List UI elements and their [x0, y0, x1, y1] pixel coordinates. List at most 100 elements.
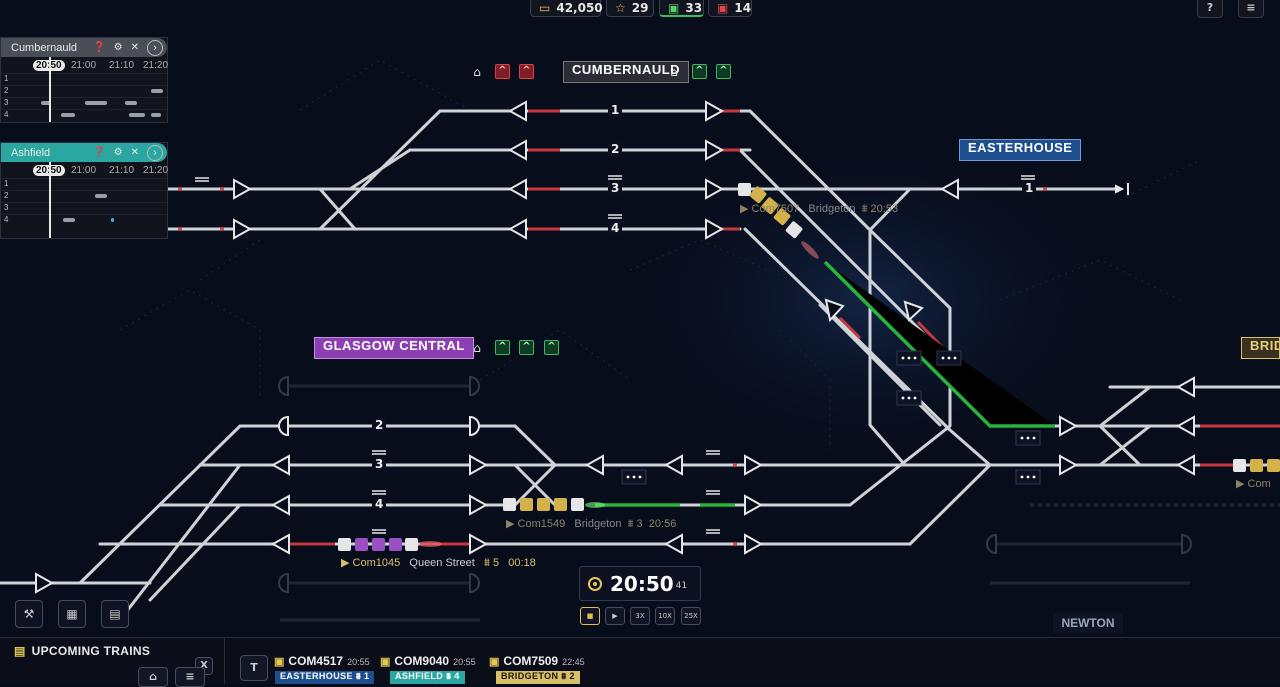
exit-signal-up-green[interactable]: ^ [544, 340, 559, 355]
stars-value: 29 [631, 1, 649, 15]
station-label-easterhouse[interactable]: EASTERHOUSE [959, 139, 1082, 161]
sliders-icon: ≡ [185, 670, 195, 683]
platform-icon: ⩩ [627, 518, 634, 530]
train-destination: Bridgeton [574, 518, 622, 530]
signal [507, 139, 527, 161]
construction-icon: ⚒ [23, 607, 35, 621]
timetable-header[interactable]: Ashfield ❓ ⚙ ✕ › [1, 143, 167, 162]
train-id: Com7507 [751, 203, 800, 215]
exit-signal-up-red[interactable]: ^ [519, 64, 534, 79]
station-label-newton[interactable]: NEWTON [1053, 613, 1123, 633]
play-button[interactable]: ▶ [605, 607, 625, 625]
gear-icon[interactable]: ⚙ [113, 147, 123, 158]
chip-tool-button[interactable]: ▦ [58, 600, 86, 628]
wallet-icon: ▭ [539, 1, 551, 15]
signal [824, 298, 845, 323]
exit-signal-up-green[interactable]: ^ [495, 340, 510, 355]
timetable-bar [61, 113, 75, 117]
direction-markers [178, 187, 1047, 546]
track-number: 2 [372, 418, 387, 432]
game-clock: 20:50 41 [579, 566, 701, 601]
dim-buffer-stops [278, 375, 1192, 594]
chip-icon: ▦ [66, 607, 78, 621]
station-label-cumbernauld[interactable]: CUMBERNAULD [563, 61, 690, 83]
train-label-com1549[interactable]: ▶ Com1549 Bridgeton ⩩ 3 20:56 [506, 518, 677, 530]
signal [35, 572, 55, 594]
timetable-row: 4 [1, 109, 167, 121]
timetable-header[interactable]: Cumbernauld ❓ ⚙ ✕ › [1, 38, 167, 57]
exit-signal-up-green[interactable]: ^ [519, 340, 534, 355]
buffer-stop [469, 415, 480, 437]
timetable-row: 2 [1, 190, 167, 202]
depot-icon[interactable]: ⌂ [670, 65, 678, 79]
construction-tool-button[interactable]: ⚒ [15, 600, 43, 628]
train-time: 20:56 [648, 518, 677, 530]
train-com1045 [338, 538, 442, 551]
timetable-row: 3 [1, 97, 167, 109]
signals [35, 100, 1195, 594]
gear-icon[interactable]: ⚙ [113, 42, 123, 53]
speed-3x-button[interactable]: 3X [630, 607, 650, 625]
timetable-row: 2 [1, 85, 167, 97]
clock-time: 20:50 [610, 571, 674, 596]
track-number: 4 [608, 221, 623, 235]
clock-seconds: 41 [675, 580, 688, 591]
help-icon[interactable]: ❓ [93, 42, 106, 53]
timetable-panel-ashfield[interactable]: Ashfield ❓ ⚙ ✕ › 20:50 21:00 21:10 21:20… [0, 142, 168, 239]
pause-button[interactable]: ■ [580, 607, 600, 625]
platform-icon: ⩩ [355, 671, 362, 681]
time-tick: 21:00 [71, 60, 97, 71]
train-id: Com [1247, 478, 1271, 490]
speed-25x-button[interactable]: 25X [681, 607, 701, 625]
depot-icon[interactable]: ⌂ [473, 65, 481, 79]
signal [469, 533, 489, 555]
rail-map[interactable] [0, 0, 1280, 637]
time-tick: 21:10 [109, 60, 135, 71]
station-filter-button[interactable]: ⌂ [138, 667, 168, 687]
platform-icon: ⩩ [561, 671, 567, 681]
document-icon: ▤ [14, 644, 26, 658]
depot-icon[interactable]: ⌂ [473, 341, 481, 355]
train-label-right-edge[interactable]: ▶ Com [1236, 478, 1271, 490]
help-button[interactable]: ? [1197, 0, 1223, 18]
stars-stat: ☆ 29 [606, 0, 654, 17]
chevron-right-icon[interactable]: › [147, 144, 163, 161]
close-icon[interactable]: ✕ [130, 42, 139, 53]
station-label-bridgeton[interactable]: BRID [1241, 337, 1280, 359]
timetable-bar [95, 194, 107, 198]
train-destination: Bridgeton [808, 203, 856, 215]
track-number: 2 [608, 142, 623, 156]
track-number: 3 [372, 457, 387, 471]
incidents-stat: ▣ 14 [708, 0, 752, 17]
time-tick: 21:10 [109, 165, 135, 176]
type-tab-button[interactable]: T [240, 655, 268, 681]
signal [507, 218, 527, 240]
timetable-row: 4 [1, 214, 167, 226]
settings-filter-button[interactable]: ≡ [175, 667, 205, 687]
speed-10x-button[interactable]: 10X [655, 607, 675, 625]
train-label-com1045[interactable]: ▶ Com1045 Queen Street ⩩ 5 00:18 [341, 557, 536, 569]
chevron-right-icon[interactable]: › [147, 39, 163, 56]
timetable-panel-cumbernauld[interactable]: Cumbernauld ❓ ⚙ ✕ › 20:50 21:00 21:10 21… [0, 37, 168, 123]
divider [224, 638, 225, 684]
exit-signal-up-green[interactable]: ^ [692, 64, 707, 79]
train-platform: 5 [492, 557, 500, 569]
train-com7507 [738, 183, 819, 259]
exit-signal-up-green[interactable]: ^ [716, 64, 731, 79]
menu-button[interactable]: ≡ [1238, 0, 1264, 18]
exit-signal-up-red[interactable]: ^ [495, 64, 510, 79]
help-icon[interactable]: ❓ [93, 147, 106, 158]
signal [663, 454, 683, 476]
signal [744, 454, 764, 476]
book-tool-button[interactable]: ▤ [101, 600, 129, 628]
track-number: 1 [608, 103, 623, 117]
train-id: Com1045 [352, 557, 401, 569]
close-icon[interactable]: ✕ [130, 147, 139, 158]
station-label-glasgow-central[interactable]: GLASGOW CENTRAL [314, 337, 474, 359]
signal [584, 454, 604, 476]
train-label-com7507[interactable]: ▶ Com7507 Bridgeton ⩩ 20:53 [740, 203, 899, 215]
upcoming-destination-badge: EASTERHOUSE ⩩ 1 [275, 671, 375, 684]
